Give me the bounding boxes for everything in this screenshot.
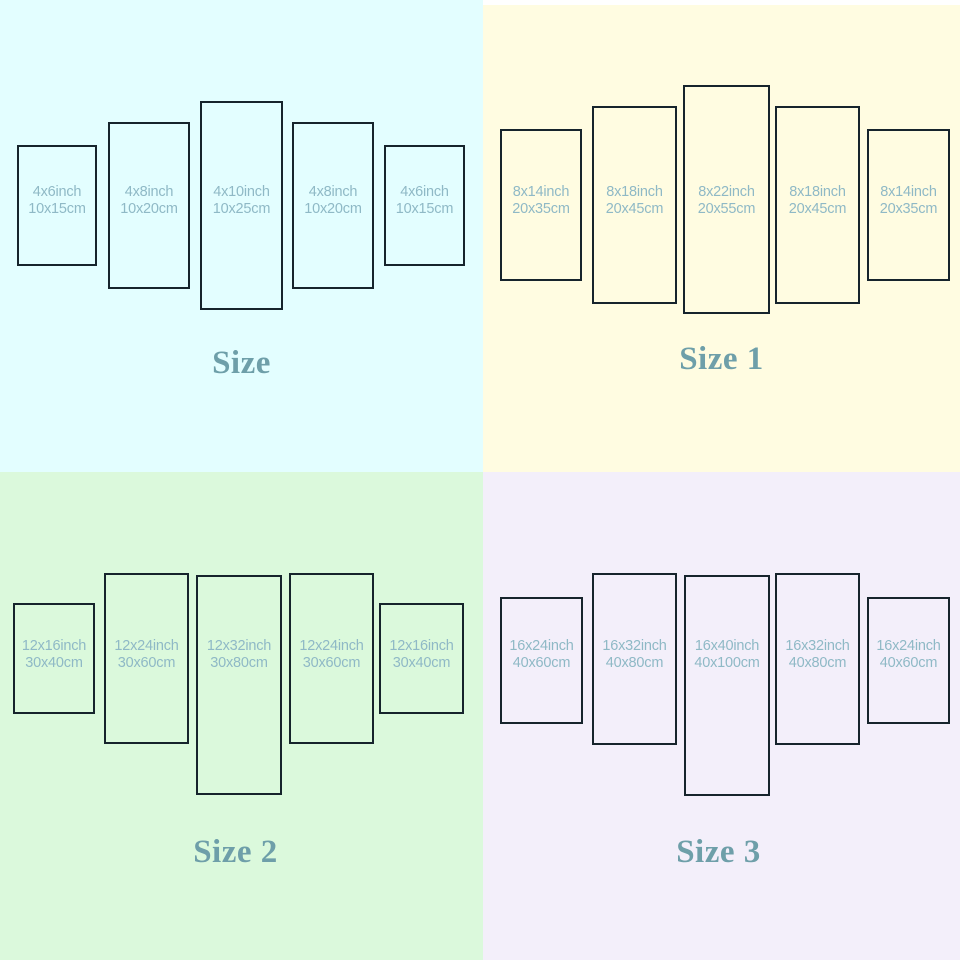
panel-group-size-1: 8x14inch 20x35cm 8x18inch 20x45cm 8x22in… — [483, 0, 960, 472]
panel-size2-5[interactable] — [379, 603, 464, 714]
panel-size2-4[interactable] — [289, 573, 374, 744]
panel-label-cm: 40x80cm — [605, 655, 664, 671]
panel-label-size-4: 4x8inch 10x20cm — [292, 184, 374, 218]
panel-label-inch: 4x6inch — [400, 184, 449, 200]
panel-label-size-1: 4x6inch 10x15cm — [17, 184, 97, 218]
quadrant-size-1: 8x14inch 20x35cm 8x18inch 20x45cm 8x22in… — [483, 0, 960, 472]
panel-label-cm: 20x35cm — [879, 201, 938, 217]
panel-label-inch: 12x16inch — [21, 638, 87, 654]
panel-size1-2[interactable] — [592, 106, 677, 304]
panel-label-size3-5: 16x24inch 40x60cm — [867, 638, 950, 672]
panel-group-size-2: 12x16inch 30x40cm 12x24inch 30x60cm 12x3… — [0, 472, 483, 960]
panel-size-3[interactable] — [200, 101, 283, 310]
panel-size1-5[interactable] — [867, 129, 950, 281]
panel-size2-3[interactable] — [196, 575, 282, 795]
panel-label-size1-1: 8x14inch 20x35cm — [500, 184, 582, 218]
panel-label-cm: 30x40cm — [392, 655, 451, 671]
panel-label-cm: 10x25cm — [212, 201, 271, 217]
quadrant-size-2: 12x16inch 30x40cm 12x24inch 30x60cm 12x3… — [0, 472, 483, 960]
panel-size3-1[interactable] — [500, 597, 583, 724]
panel-label-cm: 40x60cm — [879, 655, 938, 671]
panel-label-size1-4: 8x18inch 20x45cm — [775, 184, 860, 218]
panel-label-inch: 16x24inch — [509, 638, 574, 654]
panel-label-inch: 12x32inch — [206, 638, 272, 654]
panel-label-inch: 8x22inch — [698, 184, 755, 200]
panel-size3-4[interactable] — [775, 573, 860, 745]
quadrant-title-size-3: Size 3 — [676, 834, 761, 870]
panel-size2-1[interactable] — [13, 603, 95, 714]
panel-label-size2-1: 12x16inch 30x40cm — [13, 638, 95, 672]
panel-label-cm: 20x45cm — [788, 201, 847, 217]
panel-size3-2[interactable] — [592, 573, 677, 745]
panel-label-size2-3: 12x32inch 30x80cm — [196, 638, 282, 672]
panel-group-size: 4x6inch 10x15cm 4x8inch 10x20cm 4x10inch… — [0, 0, 483, 472]
panel-label-cm: 20x35cm — [512, 201, 570, 217]
panel-label-inch: 8x18inch — [606, 184, 663, 200]
panel-label-inch: 4x10inch — [213, 184, 270, 200]
panel-size1-1[interactable] — [500, 129, 582, 281]
panel-label-size1-3: 8x22inch 20x55cm — [683, 184, 770, 218]
panel-label-size2-5: 12x16inch 30x40cm — [379, 638, 464, 672]
panel-group-size-3: 16x24inch 40x60cm 16x32inch 40x80cm 16x4… — [483, 472, 960, 960]
panel-label-cm: 10x15cm — [395, 201, 454, 217]
panel-label-inch: 4x6inch — [32, 184, 82, 200]
panel-size-2[interactable] — [108, 122, 190, 289]
panel-label-size-5: 4x6inch 10x15cm — [384, 184, 465, 218]
panel-label-size3-2: 16x32inch 40x80cm — [592, 638, 677, 672]
panel-size-5[interactable] — [384, 145, 465, 266]
panel-label-inch: 16x40inch — [694, 638, 760, 654]
quadrant-size-3: 16x24inch 40x60cm 16x32inch 40x80cm 16x4… — [483, 472, 960, 960]
panel-size-4[interactable] — [292, 122, 374, 289]
panel-label-cm: 20x55cm — [697, 201, 756, 217]
panel-size-1[interactable] — [17, 145, 97, 266]
panel-label-size3-1: 16x24inch 40x60cm — [500, 638, 583, 672]
panel-size1-3[interactable] — [683, 85, 770, 314]
panel-label-size3-4: 16x32inch 40x80cm — [775, 638, 860, 672]
quadrant-size: 4x6inch 10x15cm 4x8inch 10x20cm 4x10inch… — [0, 0, 483, 472]
quadrant-title-size: Size — [212, 345, 271, 381]
panel-label-inch: 12x24inch — [114, 638, 179, 654]
quadrant-title-size-1: Size 1 — [679, 341, 764, 377]
panel-label-cm: 40x100cm — [694, 655, 760, 671]
panel-label-size1-5: 8x14inch 20x35cm — [867, 184, 950, 218]
panel-label-cm: 10x15cm — [28, 201, 86, 217]
panel-label-cm: 40x60cm — [512, 655, 571, 671]
panel-size3-3[interactable] — [684, 575, 770, 796]
panel-label-cm: 30x60cm — [302, 655, 361, 671]
panel-label-size1-2: 8x18inch 20x45cm — [592, 184, 677, 218]
panel-label-cm: 30x80cm — [210, 655, 268, 671]
panel-label-cm: 30x40cm — [25, 655, 83, 671]
panel-label-size-2: 4x8inch 10x20cm — [108, 184, 190, 218]
panel-label-inch: 12x24inch — [299, 638, 364, 654]
panel-label-inch: 16x24inch — [876, 638, 941, 654]
panel-label-inch: 8x18inch — [789, 184, 846, 200]
panel-size1-4[interactable] — [775, 106, 860, 304]
panel-label-cm: 40x80cm — [788, 655, 847, 671]
panel-label-size2-2: 12x24inch 30x60cm — [104, 638, 189, 672]
panel-label-inch: 16x32inch — [785, 638, 850, 654]
panel-label-inch: 4x8inch — [308, 184, 358, 200]
top-white-strip — [483, 0, 960, 5]
panel-label-inch: 12x16inch — [389, 638, 454, 654]
panel-label-inch: 4x8inch — [124, 184, 174, 200]
panel-label-inch: 8x14inch — [880, 184, 937, 200]
panel-label-cm: 10x20cm — [304, 201, 362, 217]
panel-label-inch: 8x14inch — [512, 184, 570, 200]
panel-size3-5[interactable] — [867, 597, 950, 724]
panel-size2-2[interactable] — [104, 573, 189, 744]
quadrant-title-size-2: Size 2 — [193, 834, 278, 870]
panel-label-cm: 10x20cm — [120, 201, 178, 217]
panel-label-cm: 30x60cm — [117, 655, 176, 671]
panel-label-size-3: 4x10inch 10x25cm — [200, 184, 283, 218]
panel-label-inch: 16x32inch — [602, 638, 667, 654]
panel-label-size2-4: 12x24inch 30x60cm — [289, 638, 374, 672]
panel-label-cm: 20x45cm — [605, 201, 664, 217]
panel-label-size3-3: 16x40inch 40x100cm — [684, 638, 770, 672]
